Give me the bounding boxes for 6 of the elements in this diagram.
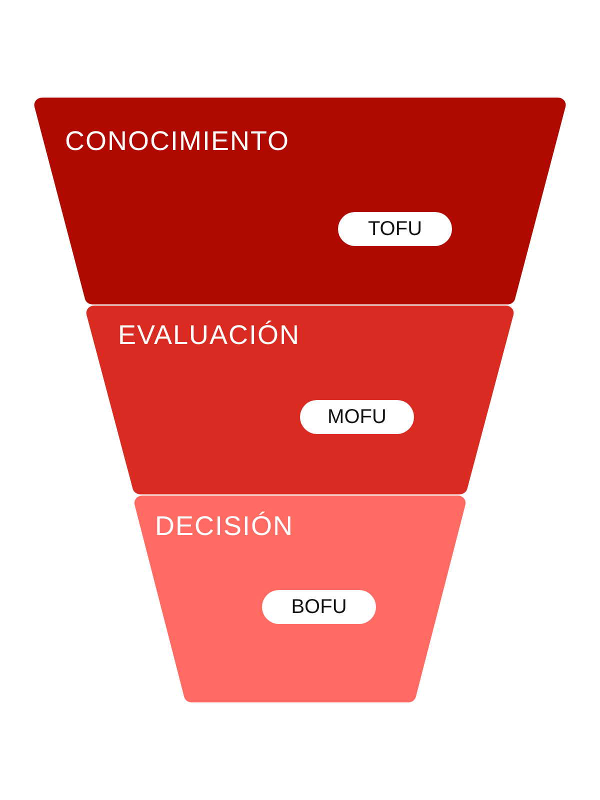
stage-heading: DECISIÓN [155, 510, 294, 542]
stage-tag: TOFU [338, 212, 452, 246]
stage-heading: EVALUACIÓN [118, 319, 300, 351]
stage-tag: BOFU [262, 590, 376, 624]
stage-tag: MOFU [300, 400, 414, 434]
stage-heading: CONOCIMIENTO [65, 125, 290, 157]
